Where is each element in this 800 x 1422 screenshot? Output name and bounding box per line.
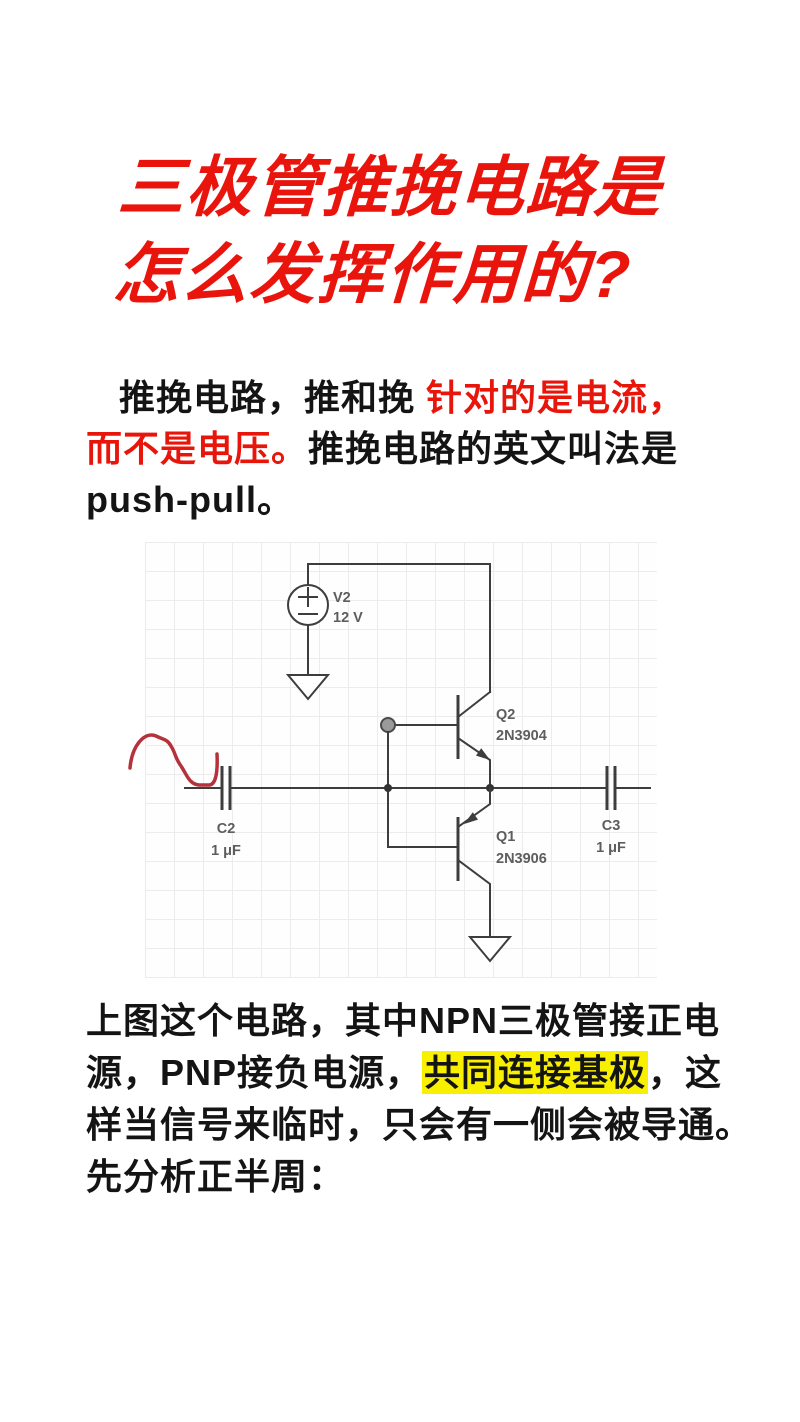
base-node-terminal: [380, 717, 396, 733]
c2-label: C2: [217, 821, 236, 837]
q2-emitter-arrow: [476, 748, 490, 760]
intro-text-black-3: push-pull。: [86, 479, 294, 520]
body-text-4: 样当信号来临时，只会有一侧会被导通。: [86, 1104, 753, 1145]
intro-line-1: 推挽电路，推和挽 针对的是电流，: [86, 372, 685, 423]
c2-capacitor-plates: [220, 766, 232, 810]
c3-capacitor-plates: [605, 766, 617, 810]
c2-value: 1 μF: [211, 843, 241, 859]
title-line-1: 三极管推挽电路是: [116, 150, 665, 224]
ground-icon-bottom: [467, 936, 513, 963]
page-title: 三极管推挽电路是 怎么发挥作用的?: [111, 144, 664, 318]
circuit-diagram: V2 12 V Q2 2N3904 C2 1 μF C3 1 μF: [128, 542, 657, 978]
c3-label: C3: [602, 818, 621, 834]
highlighted-phrase: 共同连接基极: [422, 1051, 649, 1094]
intro-paragraph: 推挽电路，推和挽 针对的是电流， 而不是电压。推挽电路的英文叫法是 push-p…: [86, 372, 685, 525]
body-text-2: 源，PNP接负电源，: [86, 1052, 423, 1093]
plus-icon: [298, 587, 318, 607]
body-text-1: 上图这个电路，其中NPN三极管接正电: [86, 1000, 721, 1041]
base-vertical-wire: [387, 731, 459, 848]
v2-label: V2: [333, 590, 351, 606]
body-line-2: 源，PNP接负电源，共同连接基极，这: [86, 1047, 752, 1099]
ground-icon-left: [285, 674, 331, 701]
title-line-2: 怎么发挥作用的?: [111, 237, 635, 311]
intro-text-red-1: 针对的是电流，: [426, 377, 686, 418]
q1-label: Q1: [496, 829, 515, 845]
top-rail-wire: [307, 563, 491, 693]
intro-line-3: push-pull。: [86, 474, 685, 525]
body-text-5: 先分析正半周：: [86, 1156, 346, 1197]
input-sine-wave: [128, 733, 219, 787]
q1-emitter-wire: [456, 787, 491, 829]
body-line-1: 上图这个电路，其中NPN三极管接正电: [86, 995, 752, 1047]
body-line-3: 样当信号来临时，只会有一侧会被导通。: [86, 1099, 752, 1151]
junction-dot-left: [384, 784, 392, 792]
q2-model: 2N3904: [496, 728, 547, 744]
q1-emitter-arrow: [464, 812, 478, 824]
body-line-4: 先分析正半周：: [86, 1151, 752, 1203]
q2-label: Q2: [496, 707, 515, 723]
intro-text-black-1: 推挽电路，推和挽: [119, 377, 427, 418]
intro-text-black-2: 推挽电路的英文叫法是: [308, 428, 679, 469]
c3-value: 1 μF: [596, 840, 626, 856]
body-text-3: ，这: [648, 1052, 723, 1093]
intro-line-2: 而不是电压。推挽电路的英文叫法是: [86, 423, 685, 474]
body-paragraph: 上图这个电路，其中NPN三极管接正电 源，PNP接负电源，共同连接基极，这 样当…: [86, 995, 752, 1203]
q2-emitter-wire: [456, 736, 491, 788]
intro-text-red-2: 而不是电压。: [86, 428, 309, 469]
q2-collector-wire: [456, 690, 492, 719]
q1-model: 2N3906: [496, 851, 547, 867]
v2-value: 12 V: [333, 610, 363, 626]
q1-collector-wire: [456, 858, 491, 938]
circuit-schematic-svg: V2 12 V Q2 2N3904 C2 1 μF C3 1 μF: [128, 563, 651, 963]
